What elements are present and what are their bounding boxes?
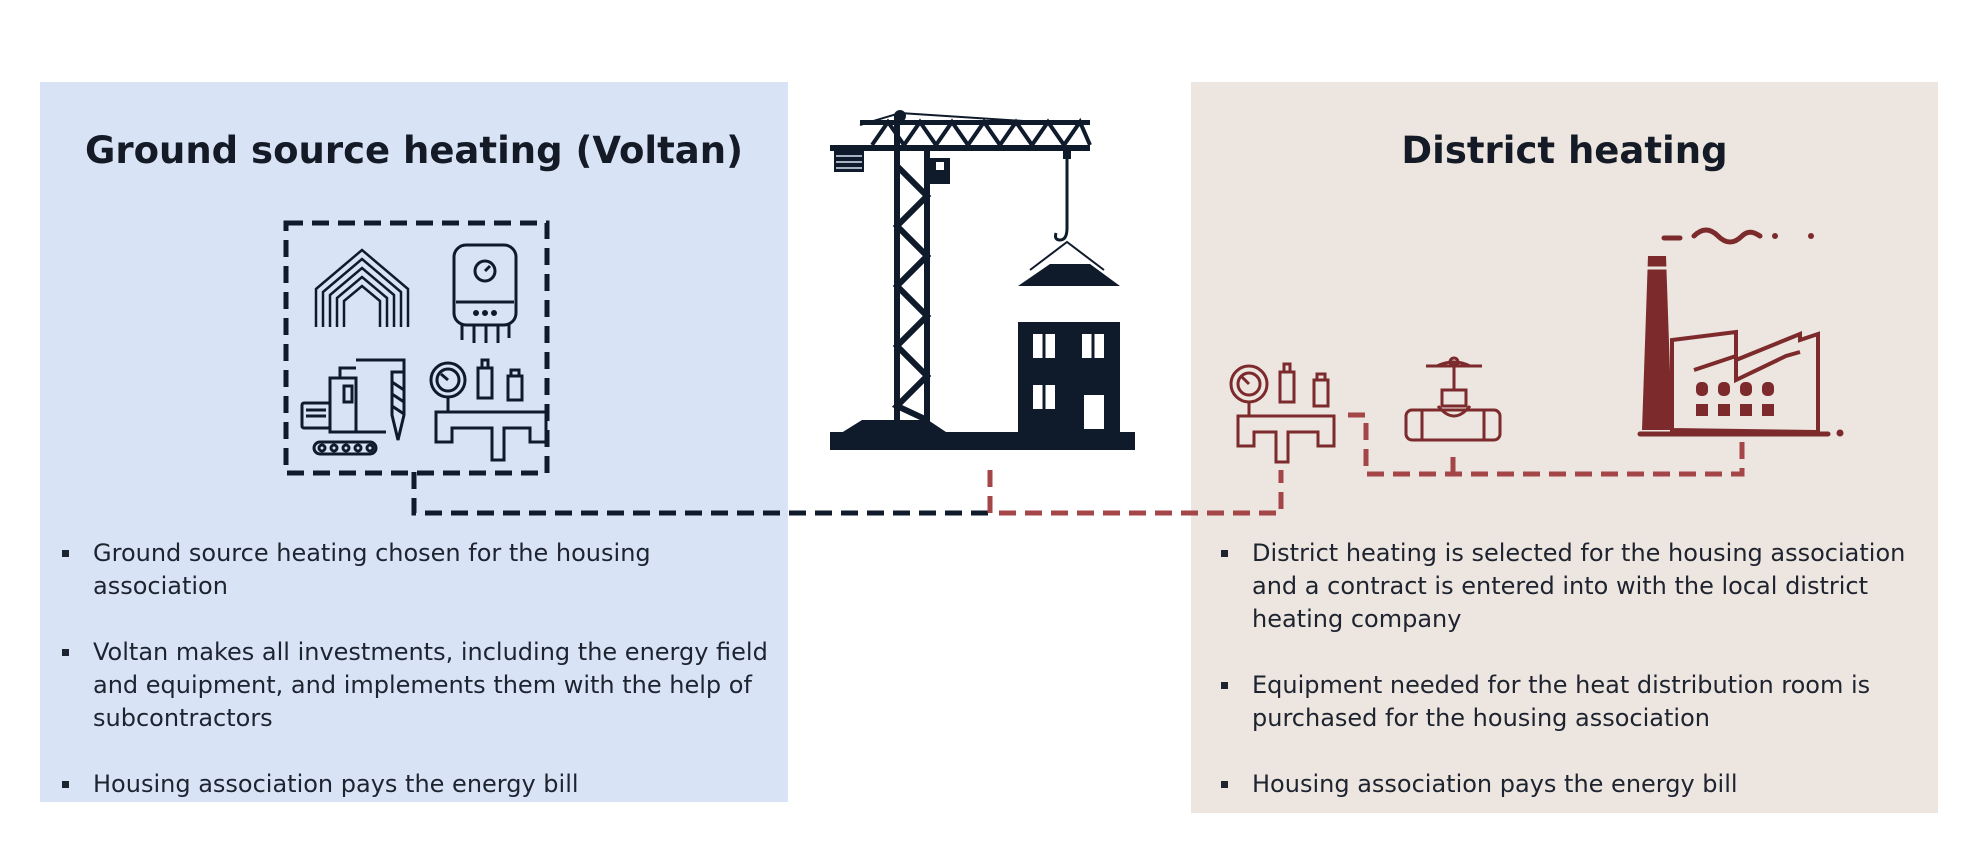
ground-source-bullet-list: Ground source heating chosen for the hou…	[50, 537, 780, 834]
ground-source-panel: Ground source heating (Voltan) Ground so…	[40, 82, 788, 802]
boiler-icon	[452, 243, 518, 343]
district-heating-title: District heating	[1401, 129, 1728, 172]
bullet-item: Housing association pays the energy bill	[1209, 768, 1929, 801]
bullet-item: District heating is selected for the hou…	[1209, 537, 1929, 636]
bullet-item: Equipment needed for the heat distributi…	[1209, 669, 1929, 735]
ground-source-title: Ground source heating (Voltan)	[84, 129, 744, 172]
bullet-item: Housing association pays the energy bill	[50, 768, 780, 801]
pressure-gauge-manifold-icon-district	[1229, 362, 1336, 464]
pipe-valve-icon	[1404, 356, 1502, 442]
pressure-gauge-manifold-icon	[429, 358, 548, 462]
building-icon	[830, 240, 1135, 450]
district-heating-bullet-list: District heating is selected for the hou…	[1209, 537, 1929, 834]
bullet-item: Ground source heating chosen for the hou…	[50, 537, 780, 603]
equipment-box	[283, 220, 550, 476]
factory-icon	[1637, 227, 1844, 437]
ground-source-connector	[411, 472, 990, 516]
district-heating-panel: District heating District heating is sel…	[1191, 82, 1938, 813]
district-heating-connector	[987, 412, 1745, 516]
drilling-rig-icon	[300, 358, 406, 456]
bullet-item: Voltan makes all investments, including …	[50, 636, 780, 735]
energy-field-icon	[314, 248, 410, 327]
